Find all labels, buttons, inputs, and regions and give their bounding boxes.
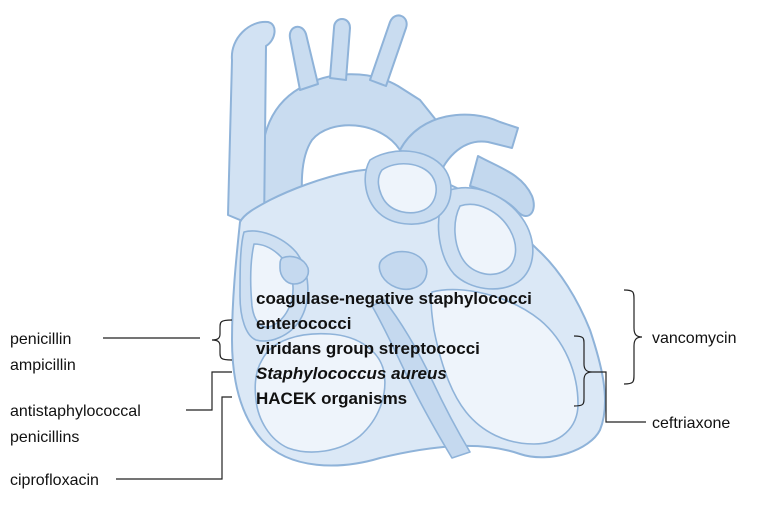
organism-coagulase-negative-staphylococci: coagulase-negative staphylococci	[256, 289, 532, 308]
left-subclavian-artery	[370, 15, 407, 86]
drug-ampicillin: ampicillin	[10, 357, 76, 374]
drug-vancomycin: vancomycin	[652, 330, 736, 347]
drug-antistaphylococcal-line2: penicillins	[10, 429, 79, 446]
vancomycin-brace	[624, 290, 642, 384]
brachiocephalic-artery	[290, 27, 318, 90]
organism-viridans-group-streptococci: viridans group streptococci	[256, 339, 480, 358]
antistaph-connector	[186, 372, 232, 410]
drug-antistaphylococcal-line1: antistaphylococcal	[10, 403, 141, 420]
organism-enterococci: enterococci	[256, 314, 351, 333]
organism-staphylococcus-aureus: Staphylococcus aureus	[256, 364, 447, 383]
organism-hacek-organisms: HACEK organisms	[256, 389, 407, 408]
left-carotid-artery	[330, 19, 350, 80]
drug-penicillin: penicillin	[10, 331, 71, 348]
drug-ceftriaxone: ceftriaxone	[652, 415, 730, 432]
left-antibiotics: penicillin ampicillin antistaphylococcal…	[10, 320, 232, 489]
penicillin-brace	[212, 320, 232, 360]
drug-ciprofloxacin: ciprofloxacin	[10, 472, 99, 489]
